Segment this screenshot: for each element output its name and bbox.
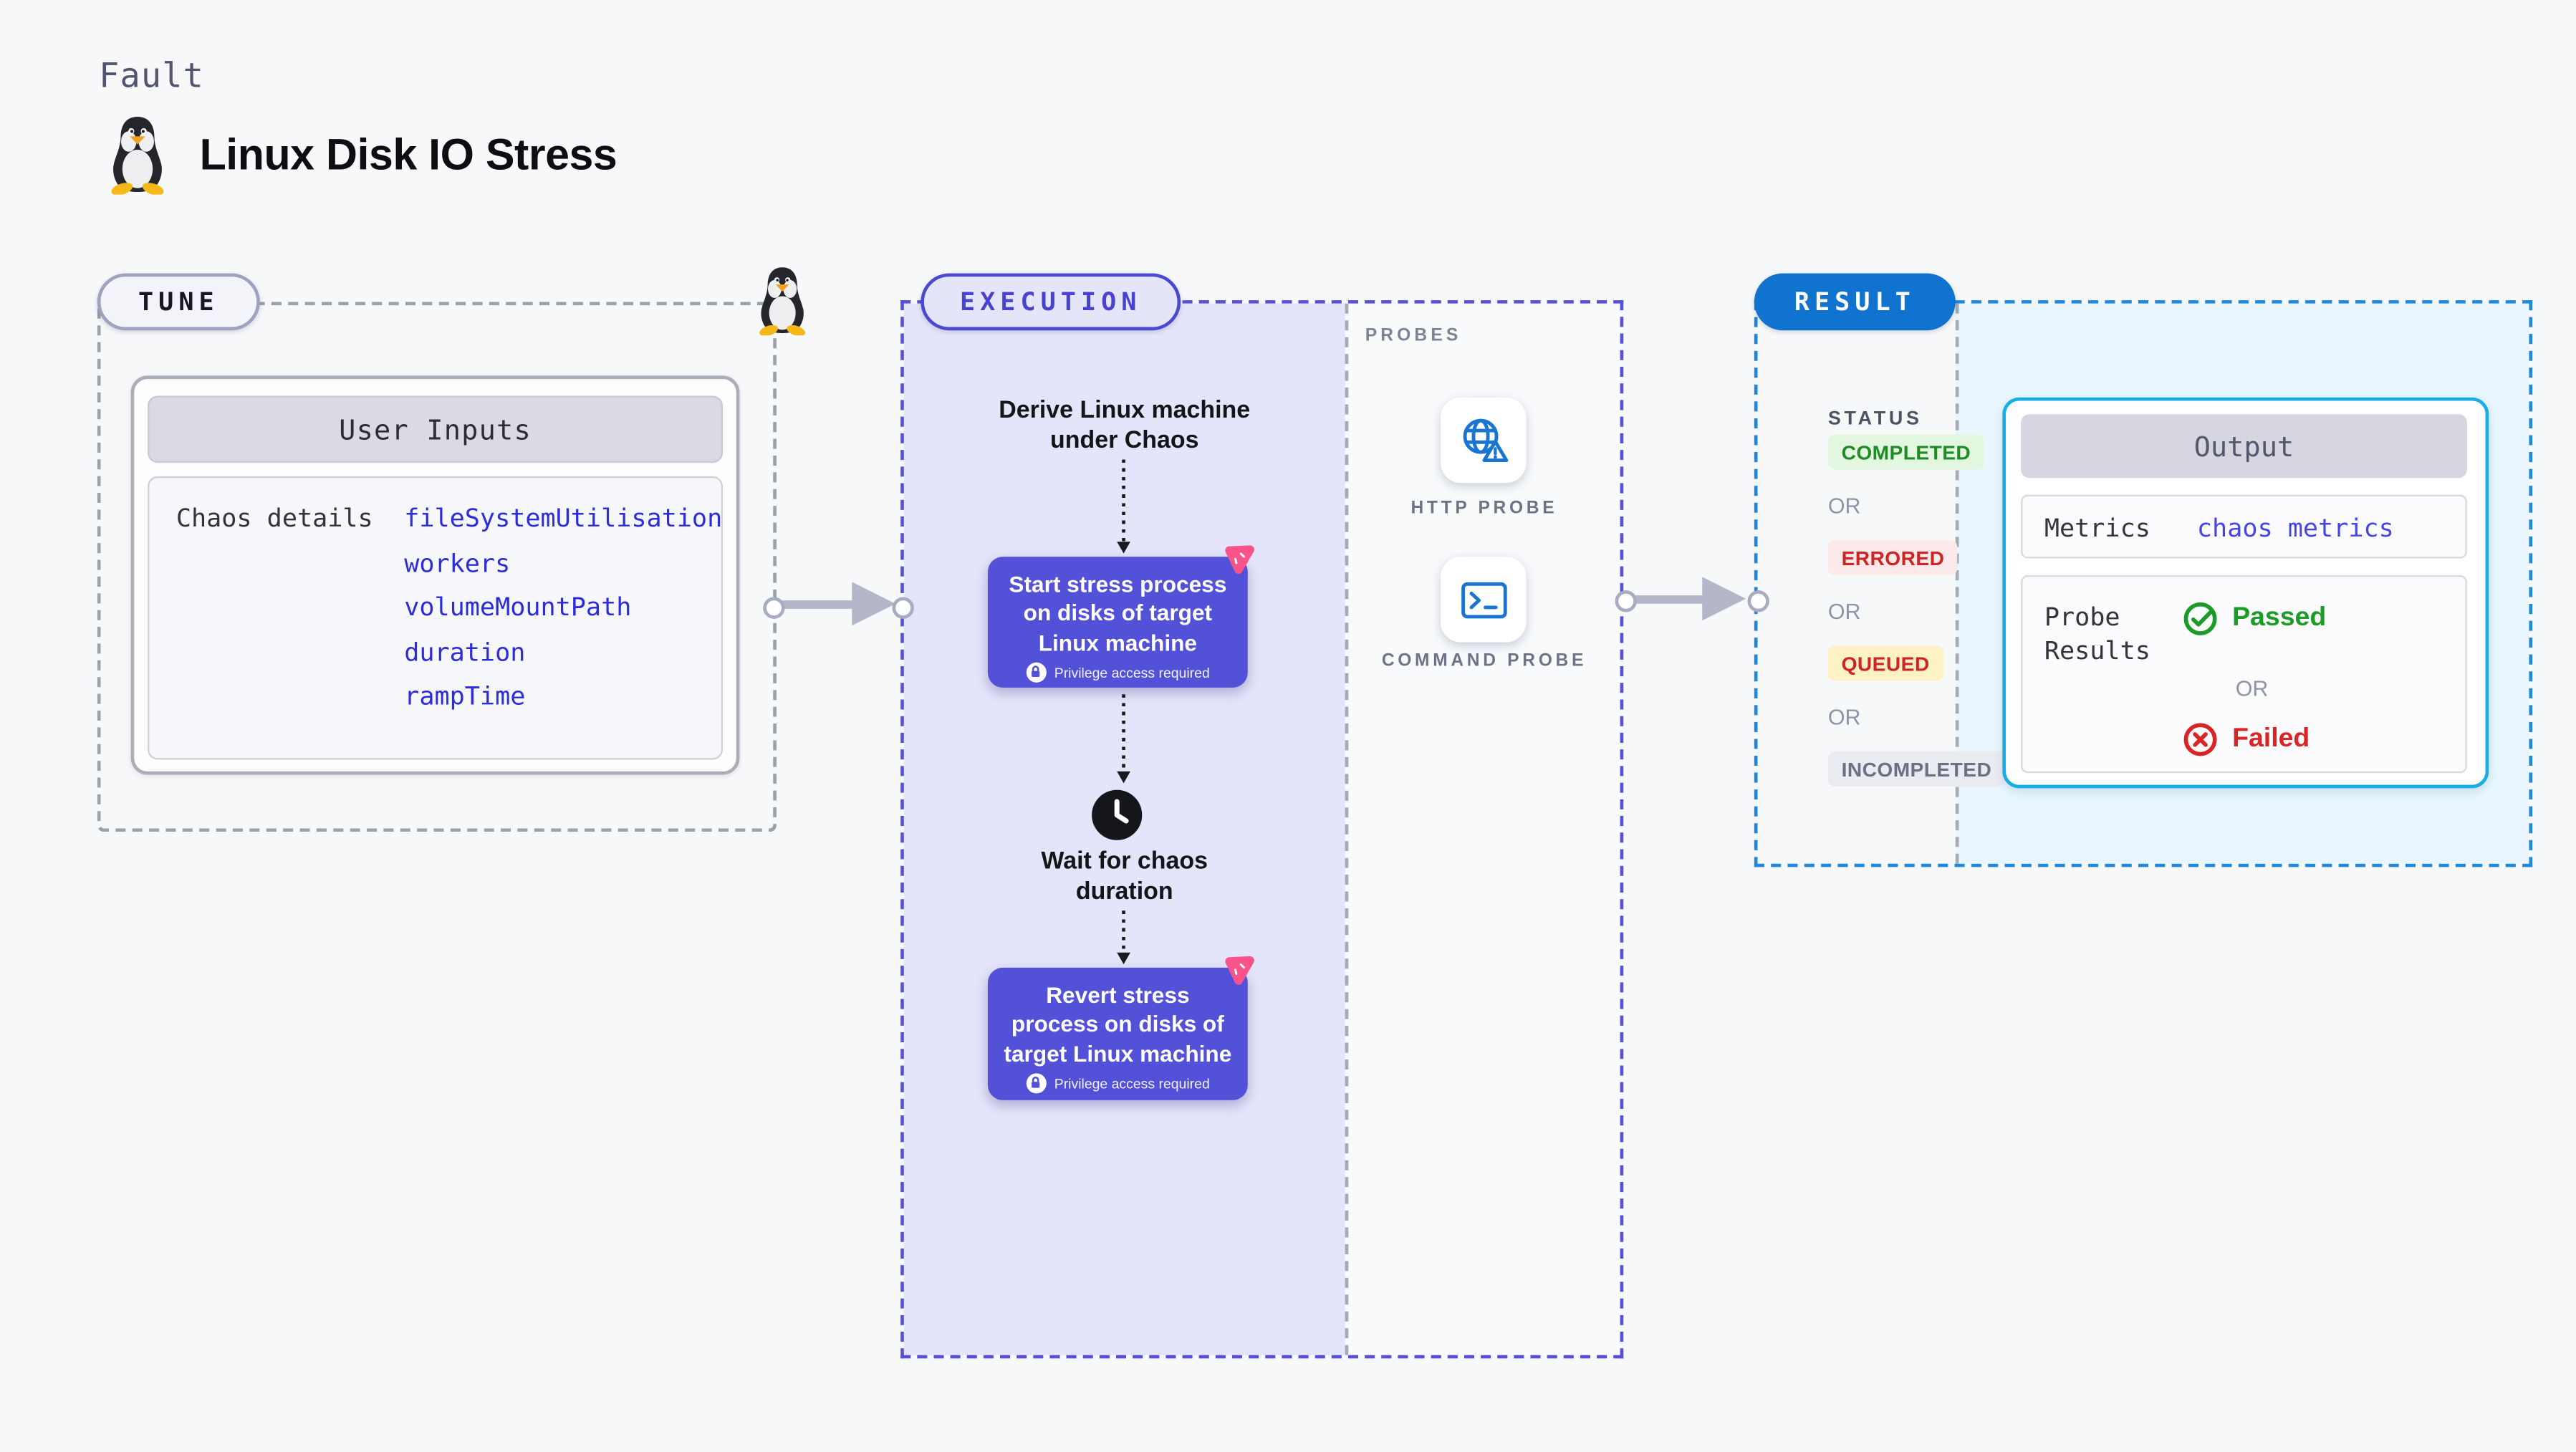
connector-arrowhead [852, 582, 896, 626]
connector-line [776, 600, 855, 609]
param-workers: workers [404, 547, 511, 578]
tune-section [97, 302, 777, 832]
flow-arrow-down-icon [1116, 694, 1130, 784]
status-badge-completed: COMPLETED [1827, 434, 1984, 470]
http-probe-card [1441, 397, 1527, 484]
linux-penguin-icon [758, 267, 807, 336]
param-volumemountpath: volumeMountPath [404, 592, 632, 622]
check-circle-icon [2183, 602, 2217, 635]
execution-badge: EXECUTION [921, 273, 1181, 331]
probe-results-row: Probe Results Passed OR Failed [2021, 575, 2467, 774]
start-stress-step: Start stress process on disks of target … [987, 557, 1248, 688]
param-filesystemutilisation: fileSystemUtilisation [404, 503, 723, 534]
status-or-label: OR [1827, 704, 1861, 730]
flow-arrow-down-icon [1116, 459, 1130, 554]
connector-dot [762, 596, 784, 619]
metrics-label: Metrics [2044, 513, 2150, 544]
connector-dot [1746, 590, 1769, 613]
lock-icon [1025, 1073, 1047, 1094]
chaos-details-label: Chaos details [176, 503, 373, 534]
chaos-pinwheel-icon [1225, 956, 1254, 985]
status-badge-errored: ERRORED [1827, 539, 1959, 576]
wait-step-label: Wait for chaos duration [1041, 848, 1208, 905]
probes-label: PROBES [1365, 325, 1462, 346]
probe-results-label: Probe Results [2044, 602, 2150, 665]
param-ramptime: rampTime [404, 681, 526, 711]
chaos-pinwheel-icon [1225, 545, 1254, 574]
status-badge-queued: QUEUED [1827, 645, 1943, 681]
user-inputs-table: Chaos details fileSystemUtilisation work… [148, 476, 724, 760]
failed-result: Failed [2182, 721, 2310, 759]
output-card: Output Metrics chaos metrics Probe Resul… [2002, 397, 2489, 789]
status-badge-incompleted: INCOMPLETED [1827, 751, 2005, 787]
user-inputs-title: User Inputs [148, 395, 724, 463]
globe-warning-icon [1462, 418, 1508, 461]
x-circle-icon [2183, 723, 2217, 756]
linux-penguin-icon [110, 117, 165, 195]
page-kicker: Fault [99, 55, 204, 96]
terminal-icon [1460, 581, 1506, 618]
privilege-badge: Privilege access required [988, 1073, 1248, 1094]
clock-icon [1092, 789, 1143, 840]
metrics-value: chaos metrics [2196, 513, 2394, 544]
http-probe-label: HTTP PROBE [1410, 498, 1558, 519]
status-label: STATUS [1827, 409, 1923, 430]
tune-badge: TUNE [97, 273, 260, 331]
command-probe-label: COMMAND PROBE [1381, 650, 1587, 671]
param-duration: duration [404, 636, 526, 667]
lock-icon [1025, 662, 1047, 683]
passed-result: Passed [2182, 600, 2326, 638]
privilege-badge: Privilege access required [988, 662, 1248, 683]
result-section: STATUS COMPLETED OR ERRORED OR QUEUED OR… [1754, 300, 2533, 867]
connector-line [1630, 594, 1706, 603]
revert-stress-step: Revert stress process on disks of target… [987, 967, 1248, 1100]
status-or-label: OR [1827, 493, 1861, 519]
connector-dot [1615, 590, 1637, 613]
result-badge: RESULT [1754, 273, 1956, 331]
user-inputs-card: User Inputs Chaos details fileSystemUtil… [130, 375, 740, 775]
connector-arrowhead [1702, 576, 1746, 620]
execution-section: PROBES Derive Linux machine under Chaos … [900, 300, 1624, 1359]
output-title: Output [2021, 414, 2467, 479]
derive-step-label: Derive Linux machine under Chaos [999, 397, 1251, 454]
metrics-row: Metrics chaos metrics [2021, 494, 2467, 559]
connector-dot [892, 596, 914, 619]
flow-arrow-down-icon [1116, 910, 1130, 965]
command-probe-card [1441, 557, 1527, 643]
status-or-label: OR [1827, 598, 1861, 624]
page-title: Linux Disk IO Stress [199, 129, 617, 180]
probe-or-label: OR [2235, 675, 2269, 701]
